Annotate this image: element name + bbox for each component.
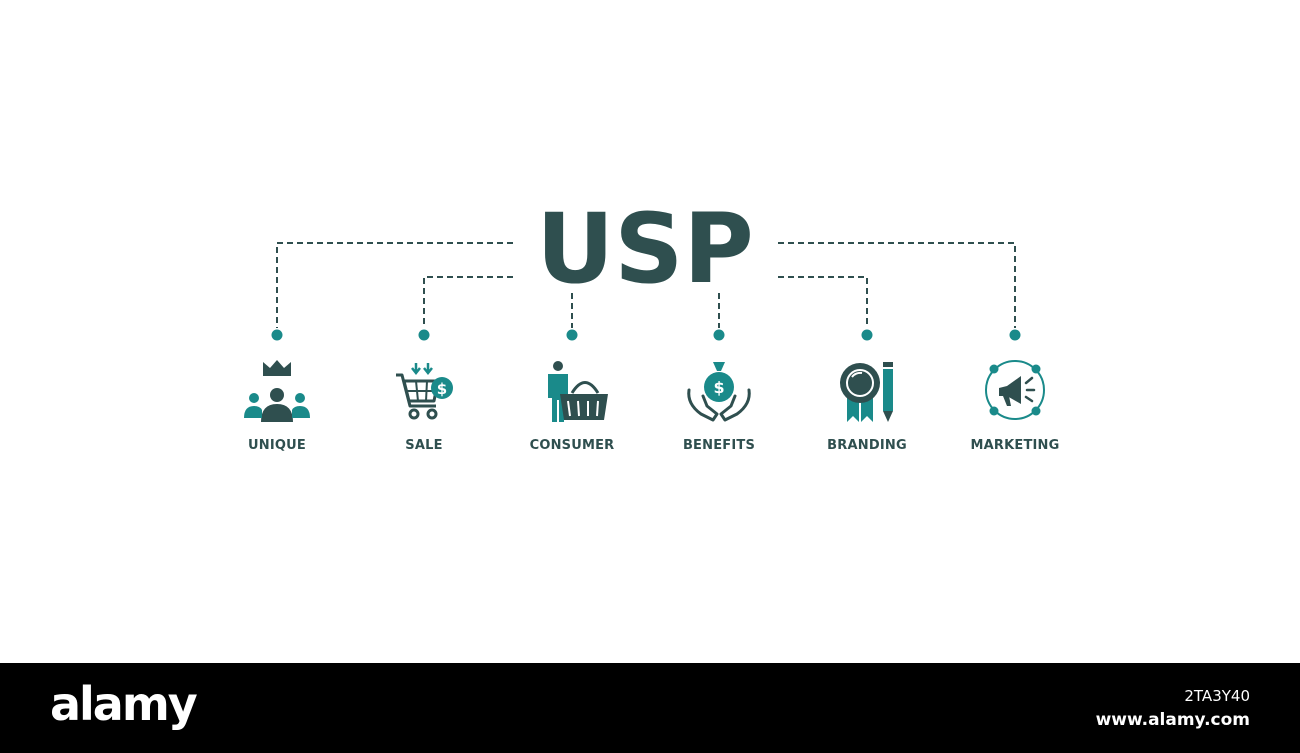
connector-marketing bbox=[778, 242, 1016, 328]
connector-dot bbox=[271, 329, 283, 341]
item-label-consumer: CONSUMER bbox=[530, 438, 615, 453]
megaphone-network-icon bbox=[985, 360, 1045, 420]
connector-sale bbox=[423, 276, 513, 328]
svg-text:$: $ bbox=[437, 380, 447, 398]
diagram-title: USP bbox=[536, 193, 753, 305]
site-url-text: www.alamy.com bbox=[1095, 710, 1250, 730]
connector-dot bbox=[1009, 329, 1021, 341]
item-label-branding: BRANDING bbox=[827, 438, 907, 453]
item-label-sale: SALE bbox=[405, 438, 442, 453]
connector-dot bbox=[418, 329, 430, 341]
image-id-text: 2TA3Y40 bbox=[1184, 687, 1250, 705]
connector-branding bbox=[778, 276, 868, 328]
connector-dot bbox=[566, 329, 578, 341]
connector-dots bbox=[271, 329, 1021, 341]
badge-pencil-icon bbox=[840, 362, 893, 422]
connector-dot bbox=[713, 329, 725, 341]
item-label-marketing: MARKETING bbox=[970, 438, 1059, 453]
svg-text:$: $ bbox=[713, 378, 724, 397]
connector-lines bbox=[276, 242, 1016, 328]
shopping-cart-dollar-icon: $ bbox=[396, 363, 453, 420]
crown-team-icon bbox=[244, 360, 310, 422]
watermark-bar: alamy 2TA3Y40 www.alamy.com bbox=[0, 663, 1300, 753]
connector-unique bbox=[276, 242, 513, 328]
item-label-benefits: BENEFITS bbox=[683, 438, 755, 453]
money-bag-hands-icon: $ bbox=[687, 362, 751, 422]
item-label-unique: UNIQUE bbox=[248, 438, 306, 453]
usp-diagram: USP UNIQUE bbox=[244, 193, 1059, 453]
alamy-logo: alamy bbox=[50, 677, 198, 731]
person-basket-icon bbox=[548, 361, 608, 422]
connector-dot bbox=[861, 329, 873, 341]
